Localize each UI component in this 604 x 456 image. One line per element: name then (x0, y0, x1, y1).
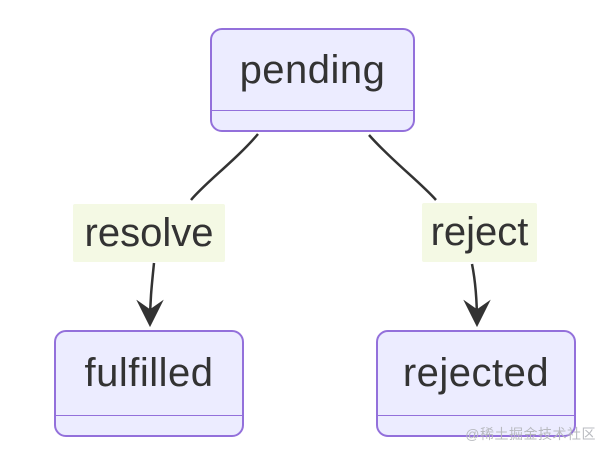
edge-reject-label-to-rejected (463, 263, 491, 328)
edge-label-reject: reject (422, 203, 537, 262)
edge-resolve-label-to-fulfilled (136, 262, 164, 328)
state-node-fulfilled: fulfilled (54, 330, 244, 437)
state-node-fulfilled-label: fulfilled (84, 351, 214, 395)
state-node-pending-label: pending (239, 47, 386, 92)
edge-label-resolve: resolve (73, 204, 225, 262)
edge-pending-to-resolve-label (190, 133, 259, 201)
state-node-fulfilled-footer (56, 415, 242, 435)
state-node-rejected-label: rejected (402, 351, 550, 395)
state-node-pending: pending (210, 28, 415, 132)
state-node-rejected-footer (378, 415, 574, 435)
state-node-pending-footer (212, 110, 413, 130)
watermark-text: @稀土掘金技术社区 (465, 426, 596, 442)
state-node-rejected: rejected (376, 330, 576, 437)
edge-pending-to-reject-label (368, 134, 437, 201)
